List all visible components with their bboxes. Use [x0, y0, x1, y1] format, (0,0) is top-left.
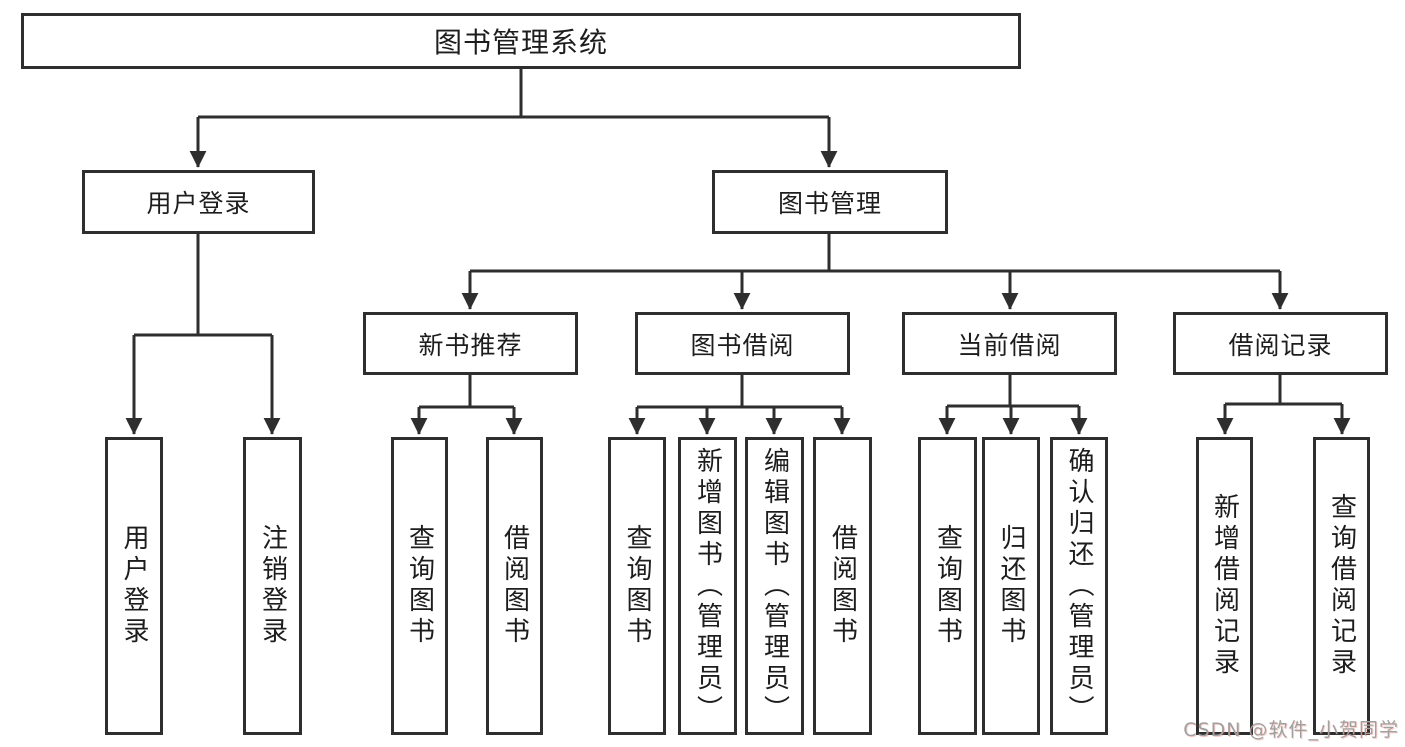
node-bb-edit-books-admin: 编辑图书（管理员） [745, 437, 804, 735]
node-bb-add-books-admin-label: 新增图书（管理员） [692, 446, 723, 726]
node-br-add-record: 新增借阅记录 [1196, 437, 1253, 735]
node-cb-confirm-return-admin-label: 确认归还（管理员） [1064, 446, 1094, 726]
node-user-login-leaf: 用户登录 [105, 437, 163, 735]
node-current-borrowing-label: 当前借阅 [957, 330, 1062, 360]
connector-book-borrowing-to-children [628, 375, 851, 435]
node-bb-edit-books-admin-label: 编辑图书（管理员） [759, 446, 790, 726]
node-logout-label: 注销登录 [257, 524, 288, 648]
node-library-system: 图书管理系统 [21, 13, 1021, 69]
node-cb-return-books: 归还图书 [982, 437, 1040, 735]
node-cb-return-books-label: 归还图书 [996, 524, 1026, 648]
connector-new-book-to-children [410, 375, 523, 435]
connector-borrowing-records-to-children [1216, 375, 1351, 435]
node-bb-query-books: 查询图书 [608, 437, 666, 735]
connector-root-to-children [189, 69, 838, 168]
connector-book-management-to-children [461, 234, 1289, 310]
node-current-borrowing: 当前借阅 [902, 312, 1117, 375]
node-bb-add-books-admin: 新增图书（管理员） [678, 437, 737, 735]
node-book-borrowing: 图书借阅 [635, 312, 850, 375]
node-bb-borrow-books: 借阅图书 [813, 437, 872, 735]
node-bb-query-books-label: 查询图书 [622, 524, 652, 648]
node-nb-query-books-label: 查询图书 [404, 524, 435, 648]
node-bb-borrow-books-label: 借阅图书 [827, 524, 858, 648]
node-user-login-branch-label: 用户登录 [146, 189, 251, 218]
node-borrowing-records: 借阅记录 [1173, 312, 1388, 375]
connector-user-login-to-children [125, 234, 281, 435]
node-br-query-record: 查询借阅记录 [1313, 437, 1370, 735]
node-new-book-recommend-label: 新书推荐 [418, 330, 523, 360]
node-nb-borrow-books-label: 借阅图书 [499, 524, 530, 648]
node-br-add-record-label: 新增借阅记录 [1209, 493, 1240, 679]
node-borrowing-records-label: 借阅记录 [1228, 330, 1333, 360]
node-cb-query-books: 查询图书 [918, 437, 977, 735]
node-cb-query-books-label: 查询图书 [932, 524, 963, 648]
node-book-borrowing-label: 图书借阅 [690, 330, 795, 360]
node-user-login-branch: 用户登录 [82, 170, 315, 234]
node-nb-query-books: 查询图书 [391, 437, 448, 735]
node-logout: 注销登录 [243, 437, 302, 735]
node-book-management: 图书管理 [712, 170, 948, 234]
node-br-query-record-label: 查询借阅记录 [1326, 493, 1357, 679]
node-book-management-label: 图书管理 [777, 189, 882, 218]
node-user-login-leaf-label: 用户登录 [119, 524, 149, 648]
node-cb-confirm-return-admin: 确认归还（管理员） [1050, 437, 1108, 735]
node-new-book-recommend: 新书推荐 [363, 312, 578, 375]
node-library-system-label: 图书管理系统 [433, 26, 608, 59]
csdn-watermark: CSDN @软件_小贺同学 [1183, 719, 1399, 741]
node-nb-borrow-books: 借阅图书 [486, 437, 543, 735]
connector-current-borrowing-to-children [938, 375, 1088, 435]
